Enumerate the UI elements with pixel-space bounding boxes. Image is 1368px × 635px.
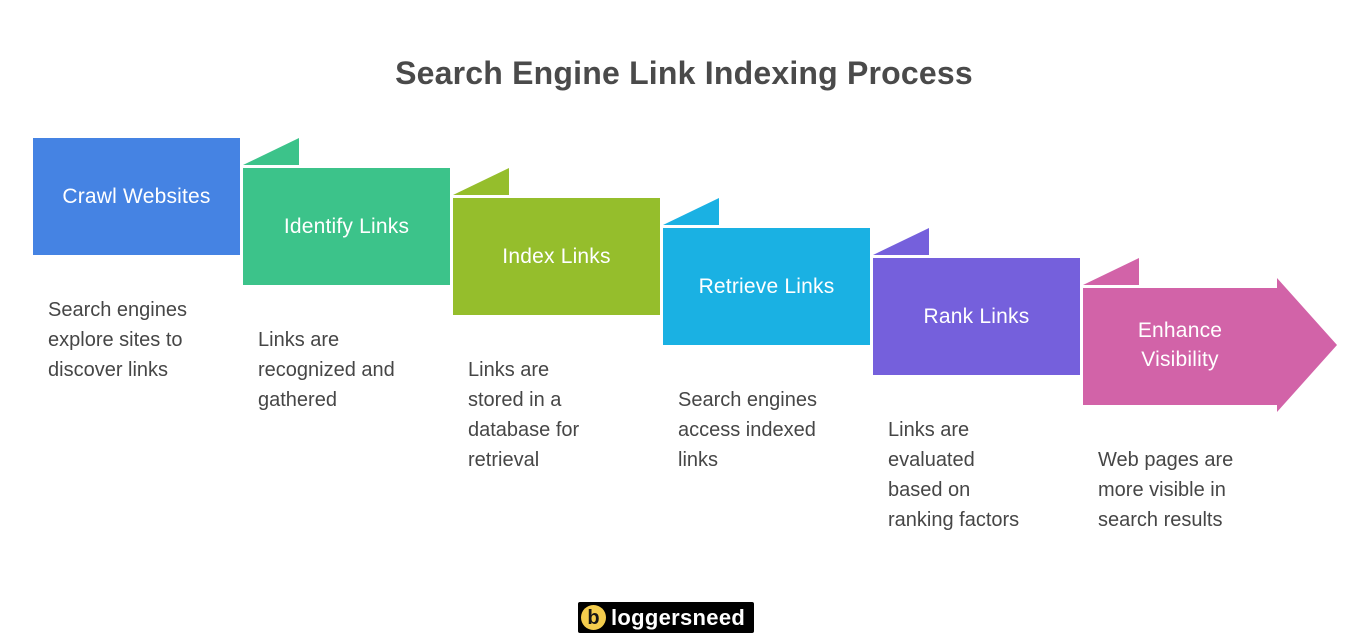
page-title: Search Engine Link Indexing Process	[395, 55, 973, 91]
step-label: Rank Links	[923, 305, 1030, 328]
banner-fold	[243, 138, 299, 165]
step-banner: Identify Links	[243, 168, 450, 285]
step-label: Index Links	[502, 245, 611, 268]
bloggersneed-logo: b loggersneed	[578, 602, 755, 633]
step-label: Identify Links	[283, 215, 410, 238]
step-banner: Retrieve Links	[663, 228, 870, 345]
bloggersneed-logo-text: loggersneed	[611, 604, 746, 630]
step-label: Enhance Visibility	[1137, 319, 1223, 371]
step-banner: Index Links	[453, 198, 660, 315]
step-banner: Crawl Websites	[33, 138, 240, 255]
step-banner: Rank Links	[873, 258, 1080, 375]
step-description: Search engines access indexed links	[678, 389, 817, 471]
step-description: Web pages are more visible in search res…	[1098, 449, 1234, 531]
step-description: Links are recognized and gathered	[258, 329, 395, 411]
step-description: Links are stored in a database for retri…	[468, 359, 580, 471]
step-description: Links are evaluated based on ranking fac…	[888, 419, 1020, 531]
banner-fold	[453, 168, 509, 195]
banner-fold	[663, 198, 719, 225]
banner-fold	[1083, 258, 1139, 285]
bloggersneed-icon: b	[581, 605, 606, 630]
banner-fold	[873, 228, 929, 255]
step-banner-arrow: Enhance Visibility	[1083, 278, 1337, 412]
step-label: Crawl Websites	[62, 185, 211, 208]
step-label: Retrieve Links	[698, 275, 835, 298]
step-description: Search engines explore sites to discover…	[48, 299, 187, 381]
